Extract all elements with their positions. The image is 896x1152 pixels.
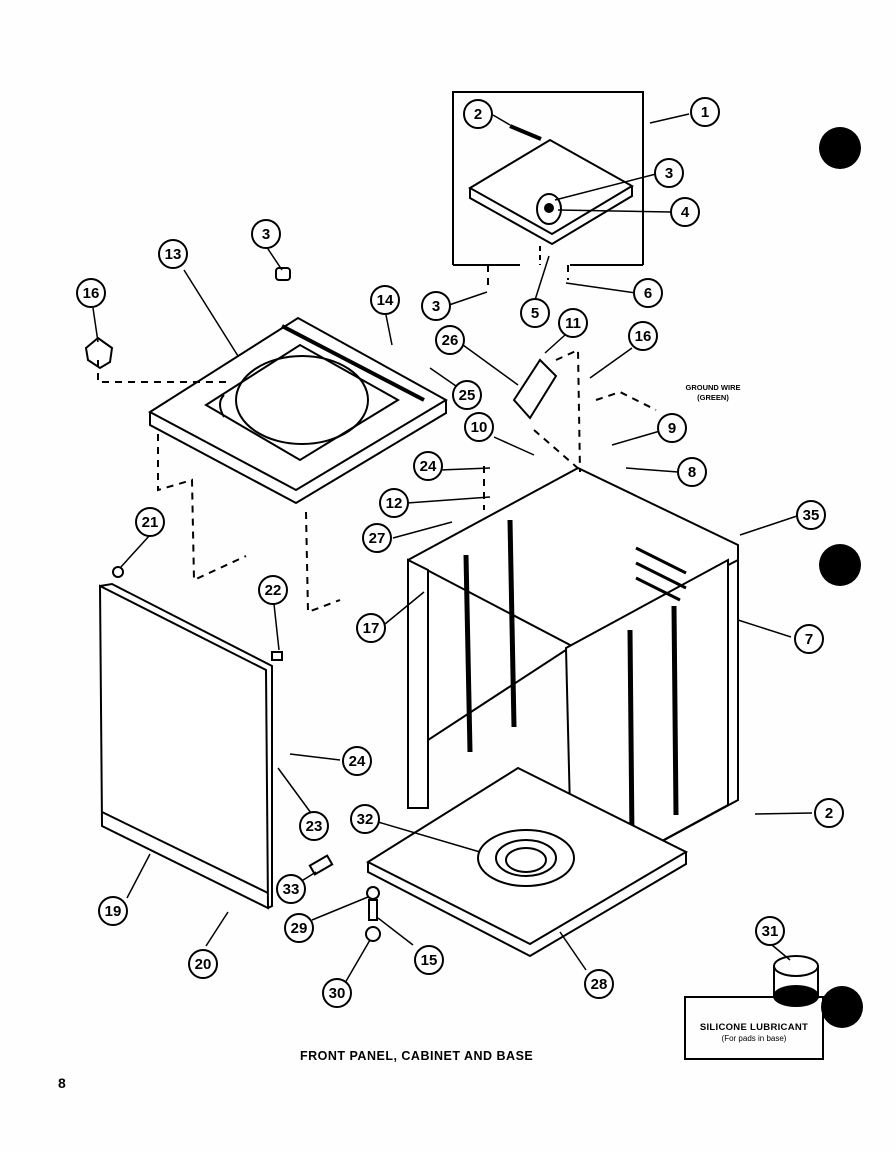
callout-label-6: 6: [644, 285, 652, 302]
callout-circle-10: [464, 412, 494, 442]
callout-circle-5: [520, 298, 550, 328]
callout-circle-12: [379, 488, 409, 518]
callout-label-27: 27: [369, 530, 386, 547]
callout-circle-9: [657, 413, 687, 443]
callout-label-30: 30: [329, 985, 346, 1002]
callout-label-25: 25: [459, 387, 476, 404]
callout-label-15: 15: [421, 952, 438, 969]
callout-circle-23: [299, 811, 329, 841]
leader-lines: [92, 113, 813, 984]
callout-label-23: 23: [306, 818, 323, 835]
callout-label-24: 24: [420, 458, 437, 475]
callout-circle-24: [342, 746, 372, 776]
callout-circle-28: [584, 969, 614, 999]
callout-circle-8: [677, 457, 707, 487]
callout-circle-17: [356, 613, 386, 643]
callout-circle-7: [794, 624, 824, 654]
callout-label-11: 11: [565, 315, 581, 332]
page-number: 8: [58, 1075, 66, 1091]
callout-label-21: 21: [142, 514, 159, 531]
callout-label-28: 28: [591, 976, 608, 993]
callout-label-1: 1: [701, 104, 709, 121]
callout-circle-24: [413, 451, 443, 481]
callout-circle-26: [435, 325, 465, 355]
callout-circle-19: [98, 896, 128, 926]
callout-circle-4: [670, 197, 700, 227]
callout-circle-3: [654, 158, 684, 188]
callout-label-3: 3: [665, 165, 673, 182]
callout-label-20: 20: [195, 956, 212, 973]
callout-label-13: 13: [165, 246, 182, 263]
ground-wire-line1: GROUND WIRE: [685, 383, 741, 392]
callout-circle-3: [251, 219, 281, 249]
callout-circle-33: [276, 874, 306, 904]
callout-label-33: 33: [283, 881, 300, 898]
callout-label-9: 9: [668, 420, 676, 437]
callout-circle-16: [76, 278, 106, 308]
small-parts: [84, 267, 819, 1007]
callout-circle-25: [452, 380, 482, 410]
callout-circle-20: [188, 949, 218, 979]
callout-label-4: 4: [681, 204, 690, 221]
callout-circle-35: [796, 500, 826, 530]
callout-label-24: 24: [349, 753, 366, 770]
lubricant-note-sub: (For pads in base): [721, 1034, 787, 1043]
ground-wire-label: GROUND WIRE (GREEN): [668, 383, 758, 403]
callout-label-16: 16: [83, 285, 100, 302]
callout-label-29: 29: [291, 920, 308, 937]
callout-label-3: 3: [432, 298, 440, 315]
callout-circle-21: [135, 507, 165, 537]
callout-circle-13: [158, 239, 188, 269]
callout-label-17: 17: [363, 620, 380, 637]
callout-label-7: 7: [805, 631, 813, 648]
callout-label-8: 8: [688, 464, 696, 481]
callout-circle-3: [421, 291, 451, 321]
callout-label-10: 10: [471, 419, 488, 436]
lubricant-note-main: SILICONE LUBRICANT: [699, 1022, 809, 1033]
callout-circle-15: [414, 945, 444, 975]
callout-circle-1: [690, 97, 720, 127]
callout-label-12: 12: [386, 495, 403, 512]
callout-circle-6: [633, 278, 663, 308]
callout-label-3: 3: [262, 226, 270, 243]
lid-assembly-inset: [452, 91, 644, 266]
top-panel-drawing: [148, 316, 449, 505]
callout-circle-14: [370, 285, 400, 315]
callout-label-2: 2: [474, 106, 482, 123]
callout-circle-29: [284, 913, 314, 943]
callout-circle-2: [463, 99, 493, 129]
diagram-title: FRONT PANEL, CABINET AND BASE: [300, 1049, 534, 1063]
lubricant-note-box: SILICONE LUBRICANT (For pads in base): [684, 996, 824, 1060]
callout-label-31: 31: [762, 923, 779, 940]
callout-label-32: 32: [357, 811, 374, 828]
assembly-lines: [97, 265, 657, 614]
front-panel-drawing: [98, 582, 273, 910]
callout-circle-16: [628, 321, 658, 351]
callout-circle-32: [350, 804, 380, 834]
callout-circle-27: [362, 523, 392, 553]
callout-label-2: 2: [825, 805, 833, 822]
ground-wire-line2: (GREEN): [697, 393, 729, 402]
callout-label-35: 35: [803, 507, 820, 524]
callout-label-22: 22: [265, 582, 282, 599]
callout-circle-2: [814, 798, 844, 828]
callout-label-16: 16: [635, 328, 652, 345]
cabinet-drawing: [407, 466, 739, 892]
callout-circle-31: [755, 916, 785, 946]
callout-circle-22: [258, 575, 288, 605]
binder-holes: [819, 127, 863, 1028]
callout-circle-11: [558, 308, 588, 338]
callout-label-19: 19: [105, 903, 122, 920]
callout-label-26: 26: [442, 332, 459, 349]
base-drawing: [365, 766, 689, 958]
callout-label-14: 14: [377, 292, 394, 309]
callout-circle-30: [322, 978, 352, 1008]
callout-label-5: 5: [531, 305, 539, 322]
